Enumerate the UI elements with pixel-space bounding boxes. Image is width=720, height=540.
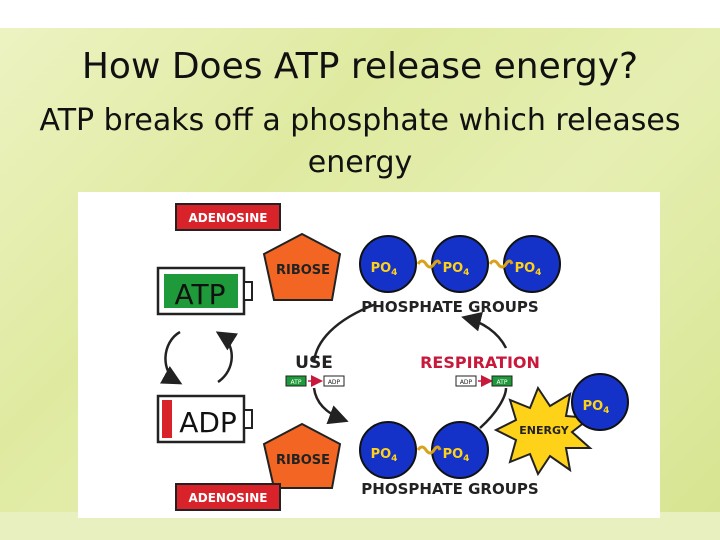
cycle-arrow-left: [160, 330, 183, 385]
respiration-label: RESPIRATION: [420, 353, 540, 372]
phosphate-bottom-2: PO4: [431, 421, 489, 479]
adenosine-label-top: ADENOSINE: [188, 211, 267, 225]
mini-atp-right-label: ATP: [497, 379, 508, 386]
subtitle-line-2: energy: [307, 145, 413, 180]
atp-diagram-svg: ADENOSINE RIBOSE PO4 PO4 PO4 PHOSPHATE G…: [156, 203, 629, 511]
top-band: [0, 0, 720, 28]
ribose-label-bottom: RIBOSE: [276, 453, 330, 468]
use-arrow-upper: [312, 302, 377, 363]
phosphate-sub: 4: [463, 268, 469, 278]
phosphate-label: PO: [583, 399, 604, 414]
cycle-arrow-right: [215, 331, 239, 384]
bond-top-1: [416, 259, 442, 269]
atp-battery: ATP: [156, 266, 253, 316]
bond-bottom-1: [416, 445, 442, 455]
phosphate-sub: 4: [535, 268, 541, 278]
svg-text:PO4: PO4: [443, 261, 470, 278]
phosphate-label: PO: [515, 261, 536, 276]
adenosine-banner-top: ADENOSINE: [175, 203, 281, 231]
slide-subtitle: ATP breaks off a phosphate which release…: [0, 100, 720, 184]
phosphate-label: PO: [443, 261, 464, 276]
mini-adp-right: ADP: [455, 375, 477, 387]
atp-diagram: ADENOSINE RIBOSE PO4 PO4 PO4 PHOSPHATE G…: [78, 192, 660, 518]
phosphate-bottom-1: PO4: [359, 421, 417, 479]
phosphate-released: PO4: [571, 373, 629, 431]
atp-label: ATP: [175, 278, 226, 311]
svg-text:PO4: PO4: [515, 261, 542, 278]
mini-atp-right: ATP: [491, 375, 513, 387]
phosphate-top-3: PO4: [503, 235, 561, 293]
respiration-arrow-lower: [479, 387, 508, 429]
ribose-bottom: RIBOSE: [262, 422, 342, 489]
respiration-arrow-upper: [461, 311, 508, 349]
subtitle-line-1: ATP breaks off a phosphate which release…: [39, 103, 681, 138]
mini-atp-left-label: ATP: [291, 379, 302, 386]
ribose-label-top: RIBOSE: [276, 263, 330, 278]
phosphate-groups-label-bottom: PHOSPHATE GROUPS: [361, 480, 538, 498]
phosphate-top-2: PO4: [431, 235, 489, 293]
slide-title: How Does ATP release energy?: [81, 46, 639, 87]
use-label: USE: [295, 353, 333, 373]
svg-text:PO4: PO4: [371, 447, 398, 464]
svg-text:PO4: PO4: [583, 399, 610, 416]
adp-battery: ADP: [156, 394, 253, 444]
phosphate-sub: 4: [391, 454, 397, 464]
phosphate-label: PO: [443, 447, 464, 462]
phosphate-label: PO: [371, 261, 392, 276]
svg-text:PO4: PO4: [371, 261, 398, 278]
phosphate-groups-label-top: PHOSPHATE GROUPS: [361, 298, 538, 316]
phosphate-sub: 4: [391, 268, 397, 278]
mini-adp-right-label: ADP: [460, 379, 473, 386]
mini-adp-left-label: ADP: [328, 379, 341, 386]
adenosine-banner-bottom: ADENOSINE: [175, 483, 281, 511]
bond-top-2: [488, 259, 514, 269]
svg-text:PO4: PO4: [443, 447, 470, 464]
energy-label: ENERGY: [519, 424, 569, 437]
adp-label: ADP: [179, 406, 237, 439]
mini-atp-left: ATP: [285, 375, 307, 387]
ribose-top: RIBOSE: [262, 232, 342, 301]
phosphate-sub: 4: [463, 454, 469, 464]
energy-burst: ENERGY: [493, 385, 593, 477]
use-arrow-lower: [312, 387, 349, 425]
phosphate-top-1: PO4: [359, 235, 417, 293]
phosphate-sub: 4: [603, 406, 609, 416]
mini-adp-left: ADP: [323, 375, 345, 387]
phosphate-label: PO: [371, 447, 392, 462]
adenosine-label-bottom: ADENOSINE: [188, 491, 267, 505]
